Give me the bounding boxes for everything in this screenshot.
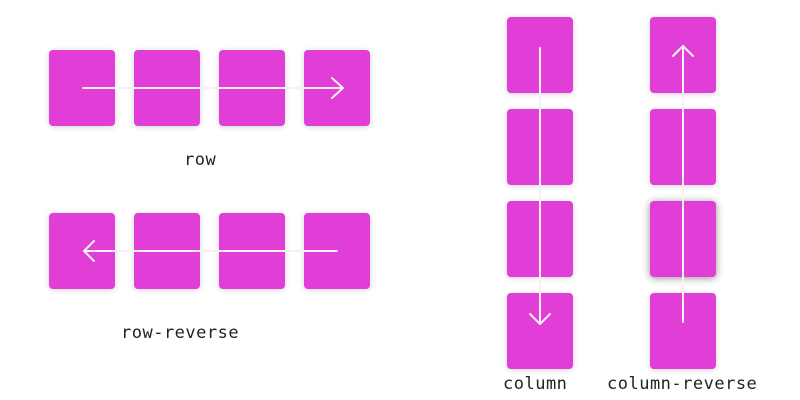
column-label: column (503, 374, 568, 394)
row-reverse-label: row-reverse (121, 323, 240, 343)
arrow-down-icon (529, 47, 551, 325)
row-label: row (184, 150, 217, 170)
arrow-up-icon (672, 45, 694, 323)
column-reverse-label: column-reverse (607, 374, 758, 394)
arrow-left-icon (83, 240, 338, 262)
arrow-right-icon (82, 77, 344, 99)
